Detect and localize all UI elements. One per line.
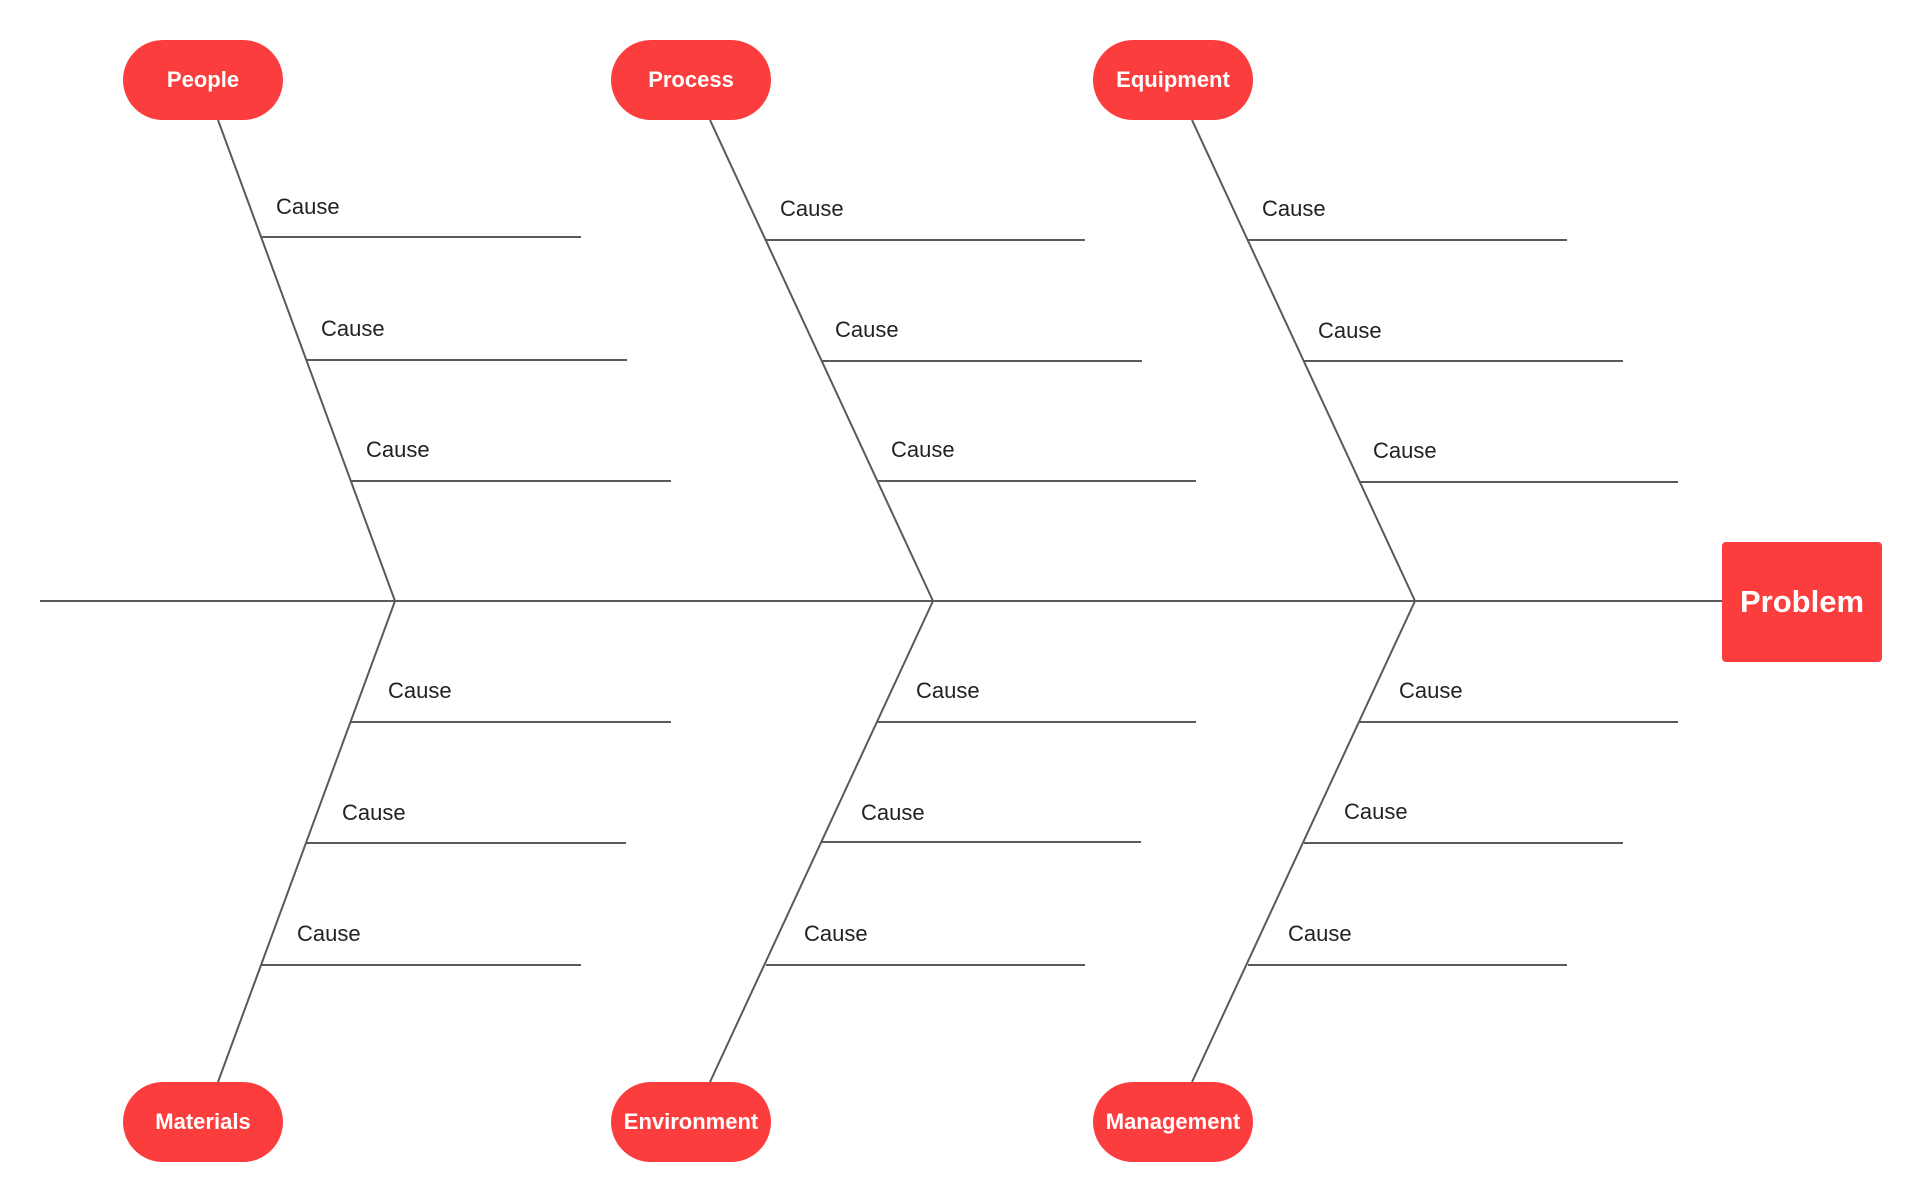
cause-label: Cause <box>835 317 899 342</box>
category-equipment: Equipment <box>1093 40 1253 120</box>
category-environment: Environment <box>611 1082 771 1162</box>
cause-label: Cause <box>891 437 955 462</box>
cause-label: Cause <box>297 921 361 946</box>
bone-management <box>1191 600 1416 1083</box>
bone-equipment <box>1191 119 1416 602</box>
cause-label: Cause <box>804 921 868 946</box>
cause-label: Cause <box>1399 678 1463 703</box>
bone-materials <box>217 600 396 1083</box>
cause-label: Cause <box>780 196 844 221</box>
cause-label: Cause <box>1262 196 1326 221</box>
cause-label: Cause <box>1318 318 1382 343</box>
cause-label: Cause <box>1373 438 1437 463</box>
cause-label: Cause <box>366 437 430 462</box>
cause-label: Cause <box>342 800 406 825</box>
bone-environment <box>709 600 934 1083</box>
category-process: Process <box>611 40 771 120</box>
cause-label: Cause <box>321 316 385 341</box>
cause-label: Cause <box>388 678 452 703</box>
category-materials: Materials <box>123 1082 283 1162</box>
cause-label: Cause <box>861 800 925 825</box>
cause-label: Cause <box>276 194 340 219</box>
cause-label: Cause <box>1344 799 1408 824</box>
cause-label: Cause <box>1288 921 1352 946</box>
cause-label: Cause <box>916 678 980 703</box>
category-people: People <box>123 40 283 120</box>
category-management: Management <box>1093 1082 1253 1162</box>
bone-process <box>709 119 934 602</box>
problem-box: Problem <box>1722 542 1882 662</box>
